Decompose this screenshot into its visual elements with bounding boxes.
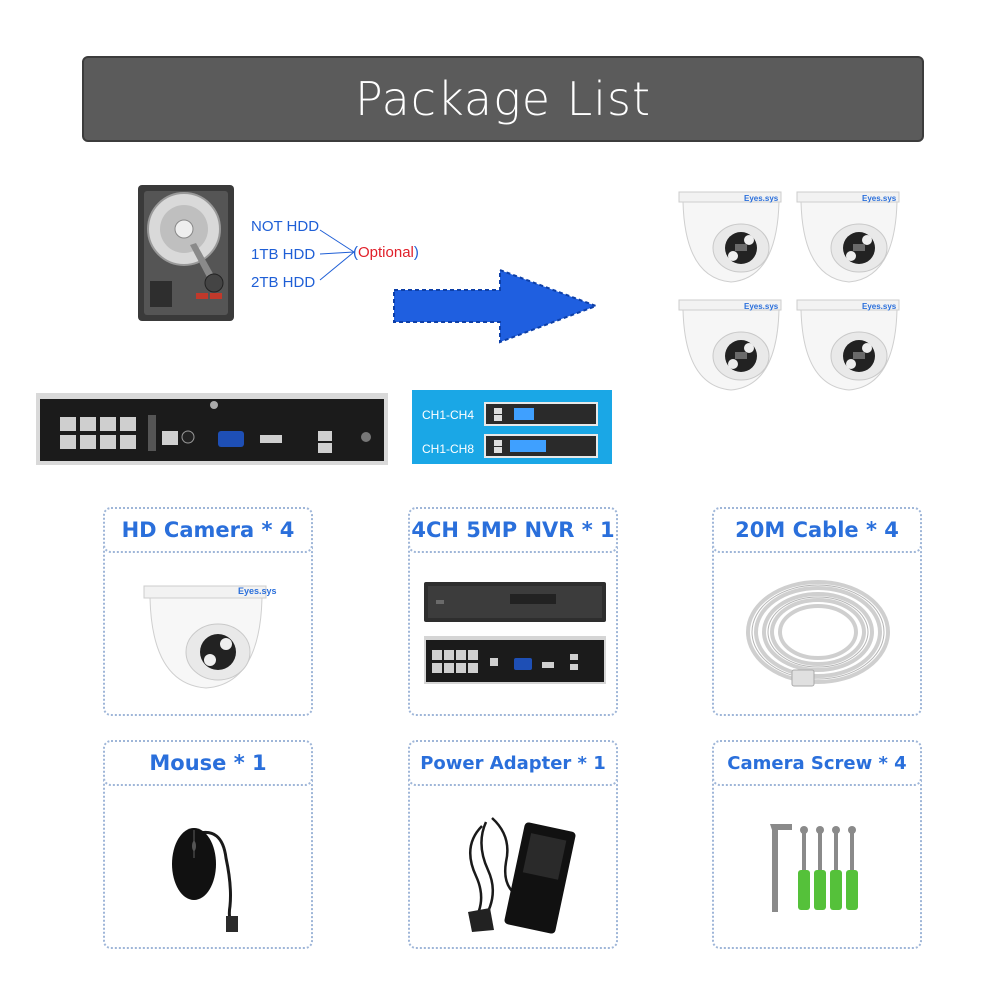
nvr-icon (424, 582, 606, 684)
bracket-lines (319, 229, 355, 281)
item-label-mouse: Mouse * 1 (103, 740, 313, 786)
camera-brand-card: Eyes.sys (238, 586, 277, 596)
optional-note: (Optional) (353, 244, 419, 261)
hdd-option-2tb: 2TB HDD (251, 274, 316, 291)
dome-camera-icon (143, 585, 267, 689)
variant-label-4ch: CH1-CH4 (422, 408, 475, 422)
hard-drive-icon (136, 183, 236, 323)
title-bar: Package List (82, 56, 924, 142)
camera-group-icon (678, 191, 900, 391)
hdd-option-none: NOT HDD (251, 218, 320, 235)
item-label-camera: HD Camera * 4 (103, 507, 313, 553)
arrow-right-icon (393, 268, 599, 344)
nvr-variants-icon (484, 402, 598, 458)
item-label-power-adapter: Power Adapter * 1 (408, 740, 618, 786)
page-title: Package List (354, 72, 652, 126)
power-adapter-icon (468, 817, 576, 934)
item-label-screws: Camera Screw * 4 (712, 740, 922, 786)
camera-brand-2: Eyes.sys (862, 194, 897, 203)
optional-label: Optional (358, 244, 414, 261)
camera-brand-1: Eyes.sys (744, 194, 779, 203)
nvr-rear-panel-icon (36, 393, 388, 465)
item-label-cable: 20M Cable * 4 (712, 507, 922, 553)
camera-brand-4: Eyes.sys (862, 302, 897, 311)
camera-brand-3: Eyes.sys (744, 302, 779, 311)
variant-label-8ch: CH1-CH8 (422, 442, 475, 456)
mouse-icon (172, 828, 238, 932)
cable-icon (746, 580, 890, 687)
item-label-nvr: 4CH 5MP NVR * 1 (408, 507, 618, 553)
screw-icon (770, 824, 858, 912)
hdd-option-1tb: 1TB HDD (251, 246, 316, 263)
